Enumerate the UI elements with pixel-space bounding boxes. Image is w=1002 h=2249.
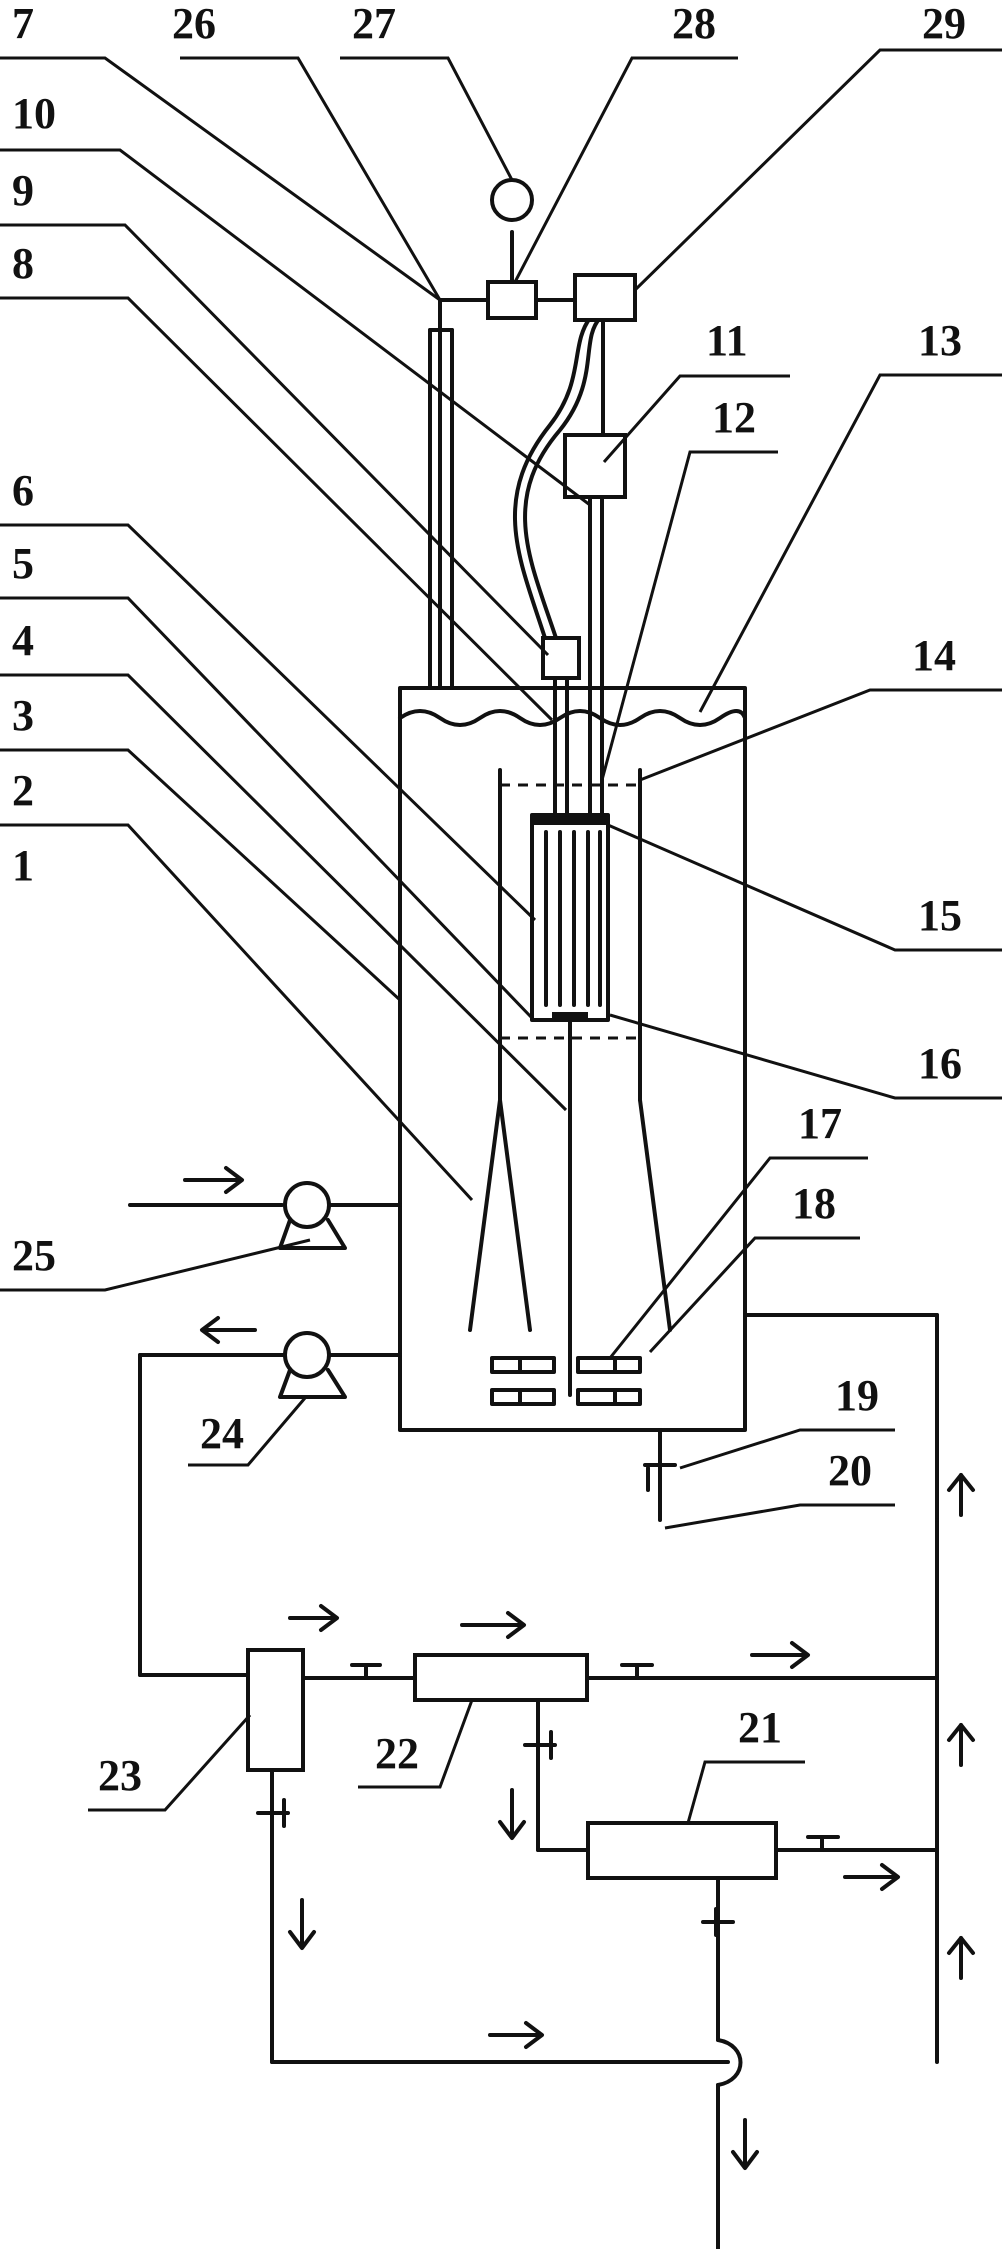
filter-21 (586, 1821, 939, 2249)
label-17: 17 (798, 1099, 842, 1148)
part-labels: 7 26 27 28 29 10 9 8 11 13 12 6 5 4 3 14… (12, 0, 966, 1800)
discharge-pump (138, 1316, 402, 1677)
label-16: 16 (918, 1039, 962, 1088)
label-1: 1 (12, 841, 34, 890)
reactor-vessel (398, 686, 747, 1432)
label-22: 22 (375, 1729, 419, 1778)
label-11: 11 (706, 316, 748, 365)
label-10: 10 (12, 89, 56, 138)
drain-valve (643, 1428, 677, 1522)
label-4: 4 (12, 616, 34, 665)
label-25: 25 (12, 1231, 56, 1280)
label-19: 19 (835, 1371, 879, 1420)
label-6: 6 (12, 466, 34, 515)
filter-22 (413, 1611, 939, 1852)
membrane-module (530, 813, 610, 1022)
label-24: 24 (200, 1409, 244, 1458)
label-3: 3 (12, 691, 34, 740)
label-20: 20 (828, 1446, 872, 1495)
label-7: 7 (12, 0, 34, 48)
label-28: 28 (672, 0, 716, 48)
label-9: 9 (12, 166, 34, 215)
label-8: 8 (12, 239, 34, 288)
feed-pump (128, 1166, 402, 1250)
stirrer (490, 1020, 642, 1406)
label-23: 23 (98, 1751, 142, 1800)
label-18: 18 (792, 1179, 836, 1228)
label-14: 14 (912, 631, 956, 680)
separator-23 (246, 1604, 730, 2064)
label-21: 21 (738, 1703, 782, 1752)
label-12: 12 (712, 393, 756, 442)
label-13: 13 (918, 316, 962, 365)
label-26: 26 (172, 0, 216, 48)
recycle-line (743, 1313, 975, 2064)
leader-lines (0, 48, 1002, 1824)
cables (512, 316, 605, 640)
label-29: 29 (922, 0, 966, 48)
permeate-pipes (541, 433, 627, 817)
label-15: 15 (918, 891, 962, 940)
label-2: 2 (12, 766, 34, 815)
label-5: 5 (12, 539, 34, 588)
label-27: 27 (352, 0, 396, 48)
